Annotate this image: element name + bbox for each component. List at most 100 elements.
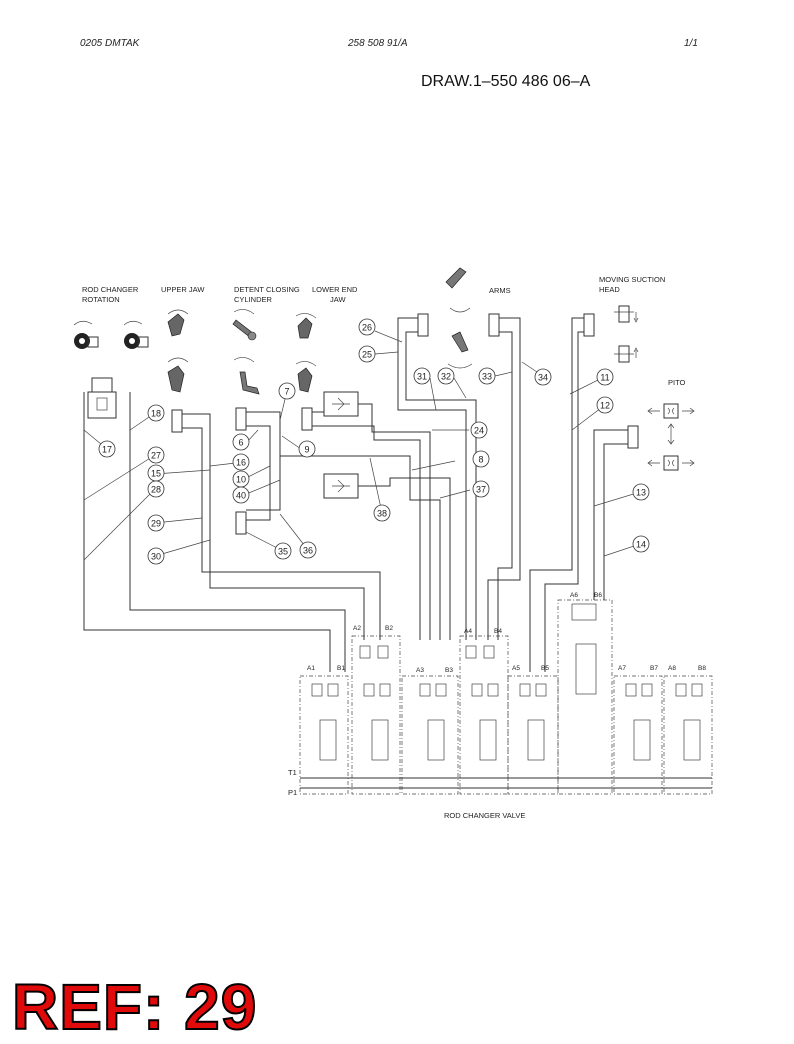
port-b2: B2 (385, 625, 393, 632)
callout-38: 38 (373, 504, 391, 522)
svg-text:30: 30 (151, 552, 161, 562)
svg-text:35: 35 (278, 547, 288, 557)
drawing-number: DRAW.1–550 486 06–A (421, 73, 591, 90)
callout-bubbles: 26 25 31 32 33 34 11 12 7 6 9 24 8 37 38… (98, 318, 650, 565)
port-a6: A6 (570, 592, 578, 599)
svg-text:38: 38 (377, 509, 387, 519)
callout-31: 31 (413, 367, 431, 385)
svg-text:18: 18 (151, 409, 161, 419)
port-a8: A8 (668, 665, 676, 672)
hydraulic-lines (83, 317, 628, 672)
callout-25: 25 (358, 345, 376, 363)
callout-leaders (83, 330, 641, 561)
svg-text:29: 29 (151, 519, 161, 529)
detent-closing-icons (232, 309, 260, 395)
callout-15: 15 (147, 464, 165, 482)
svg-text:14: 14 (636, 540, 646, 550)
callout-16: 16 (232, 453, 250, 471)
callout-34: 34 (534, 368, 552, 386)
svg-text:33: 33 (482, 372, 492, 382)
port-b5: B5 (541, 665, 549, 672)
callout-32: 32 (437, 367, 455, 385)
port-b8: B8 (698, 665, 706, 672)
svg-text:6: 6 (238, 438, 243, 448)
svg-text:7: 7 (284, 387, 289, 397)
port-a1: A1 (307, 665, 315, 672)
label-rod-changer-rotation-2: ROTATION (82, 295, 120, 304)
svg-text:25: 25 (362, 350, 372, 360)
moving-suction-head-icons (614, 305, 639, 363)
label-rod-changer-rotation-1: ROD CHANGER (82, 285, 139, 294)
callout-26: 26 (358, 318, 376, 336)
callout-40: 40 (232, 486, 250, 504)
svg-text:40: 40 (236, 491, 246, 501)
svg-text:12: 12 (600, 401, 610, 411)
callout-37: 37 (472, 480, 490, 498)
svg-text:13: 13 (636, 488, 646, 498)
valve-port-labels: A1 B1 A2 B2 A3 B3 A4 B4 A5 B5 A6 B6 A7 B… (307, 592, 706, 674)
callout-11: 11 (596, 368, 614, 386)
label-arms: ARMS (489, 286, 511, 295)
actuator-cylinders (87, 313, 639, 535)
arms-icons (445, 267, 473, 369)
callout-24: 24 (470, 421, 488, 439)
svg-text:15: 15 (151, 469, 161, 479)
callout-30: 30 (147, 547, 165, 565)
callout-10: 10 (232, 470, 250, 488)
label-rod-changer-valve: ROD CHANGER VALVE (444, 811, 525, 820)
callout-6: 6 (232, 433, 250, 451)
rod-changer-rotation-icons (73, 320, 149, 349)
port-b7: B7 (650, 665, 658, 672)
port-a3: A3 (416, 667, 424, 674)
svg-text:37: 37 (476, 485, 486, 495)
lower-end-jaw-icons (295, 313, 317, 393)
port-b6: B6 (594, 592, 602, 599)
port-a7: A7 (618, 665, 626, 672)
label-upper-jaw: UPPER JAW (161, 285, 205, 294)
label-detent-closing-1: DETENT CLOSING (234, 285, 300, 294)
svg-text:17: 17 (102, 445, 112, 455)
svg-text:10: 10 (236, 475, 246, 485)
label-pressure-line: P1 (288, 788, 297, 797)
svg-text:26: 26 (362, 323, 372, 333)
port-a4: A4 (464, 628, 472, 635)
callout-33: 33 (478, 367, 496, 385)
pito-icons (647, 403, 695, 471)
svg-text:34: 34 (538, 373, 548, 383)
svg-text:28: 28 (151, 485, 161, 495)
header-part-number: 258 508 91/A (348, 38, 408, 49)
callout-27: 27 (147, 446, 165, 464)
label-lower-end-jaw-2: JAW (330, 295, 346, 304)
svg-text:8: 8 (478, 455, 483, 465)
svg-text:9: 9 (304, 445, 309, 455)
svg-text:32: 32 (441, 372, 451, 382)
svg-text:31: 31 (417, 372, 427, 382)
callout-8: 8 (472, 450, 490, 468)
callout-13: 13 (632, 483, 650, 501)
reference-label: REF: 29 (11, 971, 258, 1043)
svg-text:24: 24 (474, 426, 484, 436)
label-pito: PITO (668, 378, 686, 387)
port-b4: B4 (494, 628, 502, 635)
label-detent-closing-2: CYLINDER (234, 295, 273, 304)
label-moving-suction-1: MOVING SUCTION (599, 275, 665, 284)
port-a5: A5 (512, 665, 520, 672)
label-tank-line: T1 (288, 768, 297, 777)
callout-7: 7 (278, 382, 296, 400)
header-page-number: 1/1 (684, 38, 698, 49)
callout-35: 35 (274, 542, 292, 560)
rod-changer-valve-bank (299, 599, 713, 795)
port-b3: B3 (445, 667, 453, 674)
callout-36: 36 (299, 541, 317, 559)
callout-28: 28 (147, 480, 165, 498)
callout-17: 17 (98, 440, 116, 458)
label-moving-suction-2: HEAD (599, 285, 620, 294)
callout-9: 9 (298, 440, 316, 458)
callout-12: 12 (596, 396, 614, 414)
port-b1: B1 (337, 665, 345, 672)
svg-text:36: 36 (303, 546, 313, 556)
callout-14: 14 (632, 535, 650, 553)
upper-jaw-icons (167, 309, 189, 393)
label-lower-end-jaw-1: LOWER END (312, 285, 358, 294)
